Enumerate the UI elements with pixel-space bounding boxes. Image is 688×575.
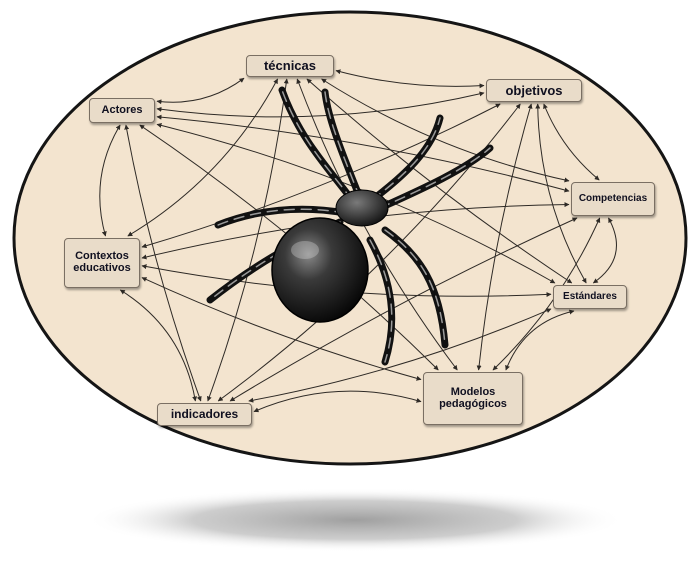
node-indicadores: indicadores (157, 403, 252, 426)
spider-abdomen-shine (291, 241, 319, 259)
node-contextos: Contextos educativos (64, 238, 140, 288)
node-objetivos: objetivos (486, 79, 582, 102)
spider-head (336, 190, 388, 226)
spider-abdomen (272, 218, 368, 322)
node-modelos: Modelos pedagógicos (423, 372, 523, 425)
node-competencias: Competencias (571, 182, 655, 216)
node-tecnicas: técnicas (246, 55, 334, 77)
floor-shadow (85, 488, 625, 552)
node-actores: Actores (89, 98, 155, 123)
node-estandares: Estándares (553, 285, 627, 309)
